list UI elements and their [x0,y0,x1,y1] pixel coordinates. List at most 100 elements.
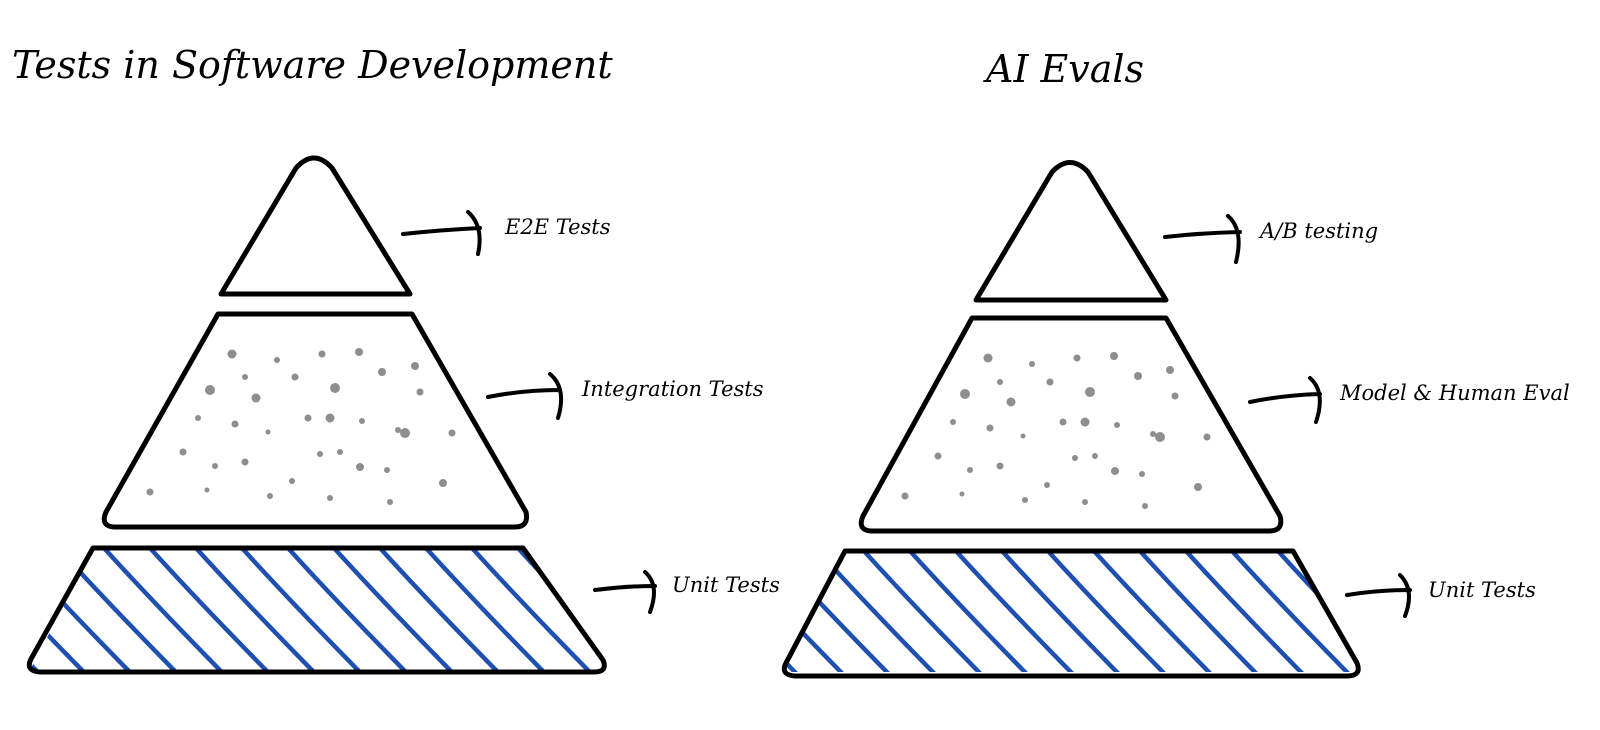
texture-dot [950,419,956,425]
texture-dot [327,495,333,501]
texture-dot [242,374,248,380]
texture-dot [960,389,970,399]
texture-dot [212,463,218,469]
hatch-stroke [55,550,179,670]
pyramid-ai-evals: AI Evals A/B testing Model & Human Eval … [781,47,1570,679]
texture-dot [387,499,393,505]
texture-dot [395,427,401,433]
pyramid-bottom-layer [781,548,1361,679]
hatch-stroke [1091,553,1215,672]
pyramid-middle-layer [101,311,529,530]
texture-dot [146,488,154,496]
texture-dot [251,393,261,403]
texture-dot [195,415,201,421]
hatch-stroke [1183,553,1307,672]
texture-dot [1059,418,1067,426]
texture-dot [400,428,410,438]
texture-dot [1006,397,1016,407]
hatch-stroke [999,553,1123,672]
texture-dot [1150,431,1156,437]
middle-layer-dots [146,348,456,505]
label-model-human-eval: Model & Human Eval [1339,381,1570,405]
texture-dot [356,463,364,471]
title-ai-evals: AI Evals [983,47,1144,91]
hatch-stroke [147,550,271,670]
texture-dot [1155,432,1165,442]
texture-dot [265,429,271,435]
texture-dot [439,479,447,487]
label-e2e-tests: E2E Tests [504,215,611,239]
pyramid-middle-layer [858,315,1284,534]
arrow-unit-right [1345,573,1412,618]
bottom-layer-hatching [30,550,605,670]
middle-layer-dots [901,352,1211,509]
texture-dot [289,478,295,484]
title-software-tests: Tests in Software Development [12,43,613,87]
texture-dot [227,349,237,359]
texture-dot [1029,361,1035,367]
texture-dot [204,487,210,493]
texture-dot [411,362,419,370]
arrow-integration [486,372,564,420]
arrow-unit-left [593,570,657,614]
hatch-stroke [953,553,1077,672]
texture-dot [934,452,942,460]
texture-dot [901,492,909,500]
hatch-stroke [285,550,409,670]
texture-dot [1072,455,1078,461]
texture-dot [1073,354,1081,362]
hatch-stroke [907,553,1031,672]
label-unit-tests-left: Unit Tests [672,573,780,597]
texture-dot [1203,433,1211,441]
hatch-stroke [1137,553,1261,672]
texture-dot [967,467,973,473]
texture-dot [986,424,994,432]
texture-dot [1082,499,1088,505]
texture-dot [304,414,312,422]
texture-dot [448,429,456,437]
texture-dot [959,491,965,497]
texture-dot [274,357,280,363]
texture-dot [241,458,249,466]
pyramid-top-layer [218,155,413,297]
texture-dot [267,493,273,499]
texture-dot [1194,483,1202,491]
texture-dot [1139,471,1145,477]
arrow-e2e [401,210,482,256]
hatch-stroke [782,553,847,672]
texture-dot [318,350,326,358]
texture-dot [355,348,363,356]
hatch-stroke [782,553,801,672]
texture-dot [1046,378,1054,386]
hatch-stroke [561,550,605,670]
texture-dot [205,385,215,395]
hatch-stroke [1321,553,1360,672]
texture-dot [1085,387,1095,397]
texture-dot [1114,422,1120,428]
texture-dot [330,383,340,393]
texture-dot [1020,433,1026,439]
pyramid-bottom-layer [26,545,607,675]
hatch-stroke [1045,553,1169,672]
texture-dot [997,379,1003,385]
texture-dot [1080,417,1090,427]
texture-dot [1044,482,1050,488]
texture-dot [1110,352,1118,360]
hatch-stroke [30,550,87,670]
texture-dot [996,462,1004,470]
texture-dot [1111,467,1119,475]
texture-dot [325,413,335,423]
label-ab-testing: A/B testing [1258,219,1378,243]
texture-dot [337,449,343,455]
texture-dot [317,451,323,457]
texture-dot [1134,372,1142,380]
texture-dot [1022,497,1028,503]
arrow-model-human [1248,376,1322,424]
pyramid-software-tests: Tests in Software Development E2E Tests … [12,43,780,675]
hatch-stroke [469,550,593,670]
pyramid-top-layer [973,160,1169,303]
hatch-stroke [239,550,363,670]
texture-dot [983,353,993,363]
texture-dot [384,467,390,473]
